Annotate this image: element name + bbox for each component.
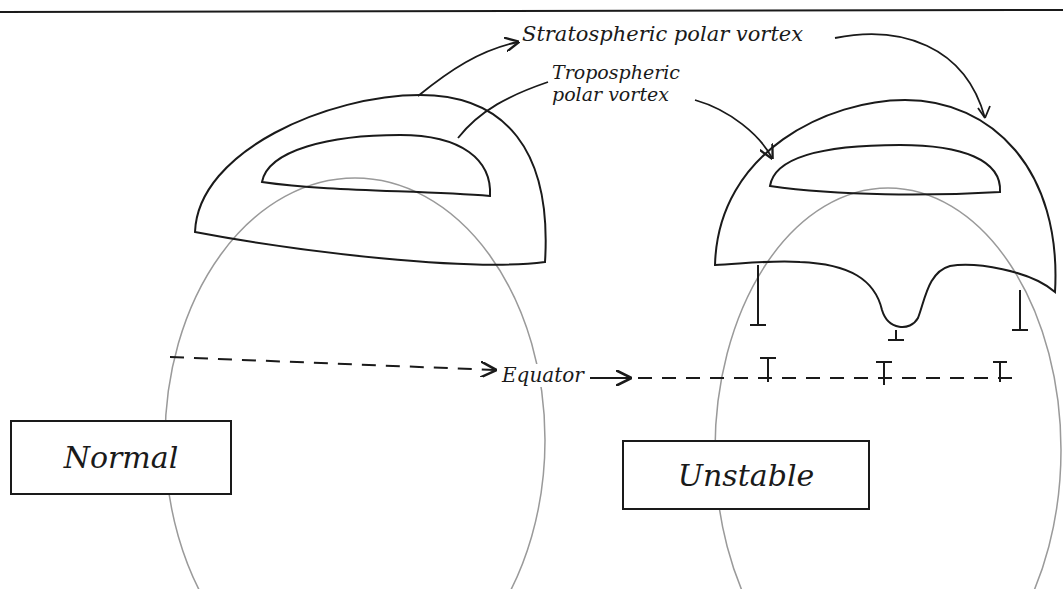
callout-label: Tropospheric polar vortex: [552, 62, 692, 106]
box-text: Normal: [64, 440, 179, 475]
label-box: Unstable: [622, 440, 870, 510]
label-box: Normal: [10, 420, 232, 495]
box-text: Unstable: [678, 458, 815, 493]
callout-label: Equator: [502, 364, 584, 387]
callout-label: Stratospheric polar vortex: [522, 22, 803, 46]
